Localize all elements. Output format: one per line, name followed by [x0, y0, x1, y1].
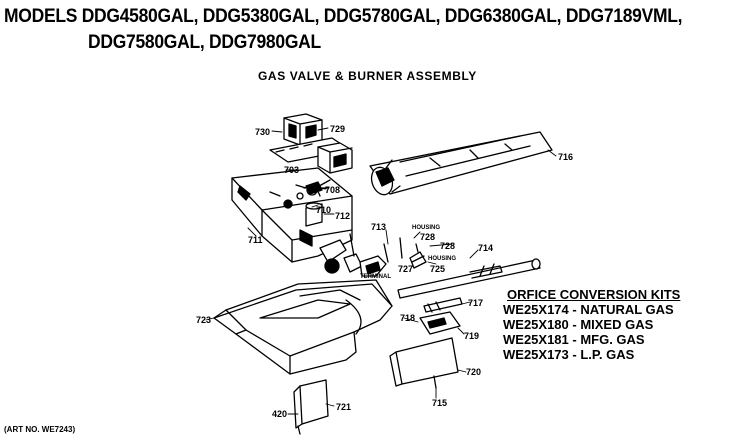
- label-part-719: 719: [464, 331, 480, 341]
- sensor-708: [305, 181, 329, 195]
- art-number: (ART NO. WE7243): [4, 425, 76, 434]
- gas-valve-body: [231, 167, 353, 274]
- kit-item-mixed-gas: WE25X180 - MIXED GAS: [503, 317, 654, 332]
- ignitor-727: [359, 237, 403, 277]
- flame-sensor-725: [409, 243, 427, 269]
- label-part-716: 716: [558, 152, 574, 162]
- label-part-730: 730: [255, 127, 271, 137]
- leader-lines: [205, 127, 557, 415]
- label-part-708: 708: [325, 185, 341, 195]
- label-part-721: 721: [336, 402, 352, 412]
- burner-tube-716: [369, 131, 553, 196]
- label-part-711: 711: [248, 235, 263, 245]
- label-part-720: 720: [466, 367, 482, 377]
- label-part-713: 713: [371, 222, 387, 232]
- kit-item-lp-gas: WE25X173 - L.P. GAS: [503, 347, 635, 362]
- label-part-723: 723: [196, 315, 212, 325]
- solenoid-coil-729: [269, 113, 351, 163]
- plate-720: [389, 337, 459, 389]
- label-housing-lower: HOUSING: [428, 256, 457, 262]
- label-part-715: 715: [432, 398, 448, 408]
- label-part-420: 420: [272, 409, 288, 419]
- label-part-712: 712: [335, 211, 351, 221]
- burner-pipe-714: [397, 258, 541, 299]
- label-part-710: 710: [316, 205, 332, 215]
- label-part-727: 727: [398, 264, 414, 274]
- kit-item-mfg-gas: WE25X181 - MFG. GAS: [503, 332, 645, 347]
- label-terminal: TERMINAL: [360, 274, 391, 280]
- solenoid-coil-703: [317, 142, 353, 174]
- label-part-717: 717: [468, 298, 484, 308]
- assembly-subtitle: GAS VALVE & BURNER ASSEMBLY: [258, 69, 477, 83]
- label-part-714: 714: [478, 243, 494, 253]
- burner-housing-723: [213, 279, 393, 375]
- label-part-703: 703: [284, 165, 300, 175]
- label-part-718: 718: [400, 313, 416, 323]
- kit-item-natural-gas: WE25X174 - NATURAL GAS: [503, 302, 674, 317]
- kits-heading: ORFICE CONVERSION KITS: [507, 287, 681, 302]
- models-title-line2: DDG7580GAL, DDG7980GAL: [88, 32, 321, 53]
- orifice-717: [423, 297, 463, 313]
- bracket-719: [419, 311, 461, 335]
- label-part-728-upper: 728: [420, 232, 436, 242]
- label-part-728-lower: 728: [440, 241, 456, 251]
- label-housing-upper: HOUSING: [412, 225, 441, 231]
- models-title-line1: MODELS DDG4580GAL, DDG5380GAL, DDG5780GA…: [4, 6, 683, 27]
- bracket-721: [293, 379, 329, 435]
- label-part-725: 725: [430, 264, 446, 274]
- label-part-729: 729: [330, 124, 346, 134]
